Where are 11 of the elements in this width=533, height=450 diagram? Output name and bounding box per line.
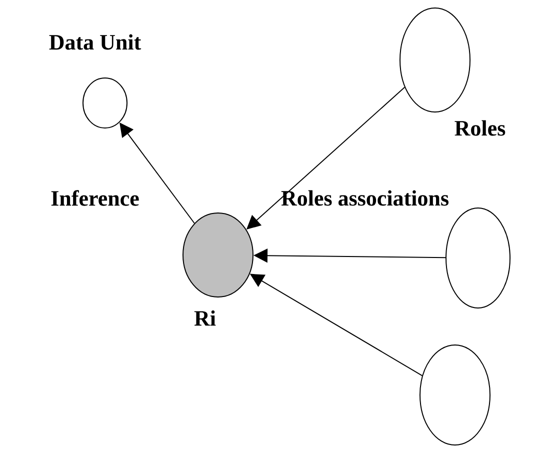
circle xyxy=(400,8,470,112)
node-label: Roles xyxy=(454,120,506,136)
circle xyxy=(446,208,510,308)
edge-label: Inference xyxy=(51,190,139,206)
arrow xyxy=(120,122,195,224)
node-label: Data Unit xyxy=(49,34,142,50)
node-label: Ri xyxy=(194,310,216,326)
circle xyxy=(82,78,128,128)
text-label: Roles associations xyxy=(281,190,448,206)
circle xyxy=(420,344,490,446)
circle xyxy=(182,212,254,298)
